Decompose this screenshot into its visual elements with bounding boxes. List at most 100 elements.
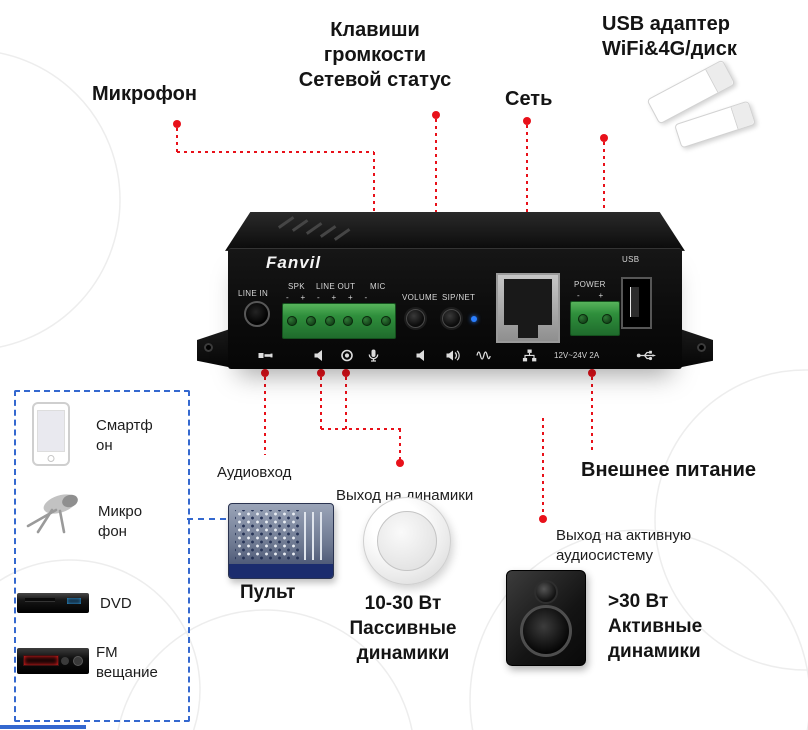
callout-active-out-line1: Выход на активную: [556, 527, 692, 544]
callout-usb-adapter: USB адаптер WiFi&4G/диск: [602, 12, 737, 62]
passive-speaker-line1: 10-30 Вт: [364, 593, 442, 614]
connector-dot: [600, 134, 608, 142]
callout-usb-line1: USB адаптер: [602, 13, 730, 35]
connector-line: [321, 428, 401, 430]
connector-line: [603, 142, 605, 256]
volume-label: VOLUME: [402, 293, 438, 302]
active-speaker-label: >30 Вт Активные динамики: [608, 589, 702, 664]
passive-speaker-line2: Пассивные: [349, 618, 457, 639]
speaker-loud-icon: [446, 349, 468, 363]
wave-icon: [476, 349, 498, 363]
vent-line: [277, 216, 295, 229]
power-label: POWER: [574, 280, 606, 289]
mixer-faders: [304, 512, 328, 560]
source-label-fm: FM вещание: [96, 644, 158, 681]
mixer-front-edge: [229, 564, 333, 578]
usb-label: USB: [622, 255, 640, 264]
callout-volume-line2: громкости: [323, 44, 427, 66]
terminal-screw: [324, 316, 335, 326]
usb-port: [621, 277, 652, 329]
callout-active-out: Выход на активную аудиосистему: [556, 526, 691, 566]
ceiling-speaker-icon: [363, 497, 451, 585]
connector-dot: [261, 369, 269, 377]
active-speaker-icon: [506, 570, 586, 666]
active-speaker-line1: >30 Вт: [608, 591, 669, 612]
vent-line: [291, 219, 309, 232]
connector-line: [345, 377, 347, 429]
terminal-screw: [361, 316, 372, 326]
vent-line: [305, 222, 323, 235]
microphone-icon: [20, 492, 86, 545]
terminal-screw: [578, 313, 588, 324]
source-to-mixer-link: [187, 518, 229, 520]
device-front-panel: Fanvil LINE IN SPK LINE OUT MIC - + - + …: [228, 248, 682, 369]
terminal-screw: [602, 313, 612, 324]
vent-line: [333, 228, 351, 241]
status-led: [471, 316, 477, 322]
callout-active-out-line2: аудиосистему: [556, 547, 654, 564]
connector-line: [526, 125, 528, 258]
connector-line: [177, 151, 374, 153]
connector-dot: [317, 369, 325, 377]
speaker-icon: [416, 349, 438, 363]
connector-line: [320, 377, 322, 429]
connector-line: [264, 377, 266, 455]
connector-dot: [396, 459, 404, 467]
fm-radio-icon: [17, 648, 89, 674]
connector-dot: [539, 515, 547, 523]
mounting-ear-right: [677, 328, 713, 368]
connector-line: [591, 377, 593, 453]
terminal-screw: [305, 316, 316, 326]
connector-line: [399, 429, 401, 460]
source-label-smartphone: Смартфон: [96, 417, 153, 454]
callout-volume-network: Клавиши громкости Сетевой статус: [265, 18, 485, 93]
volume-button: [406, 309, 425, 328]
speaker-terminal-block: [282, 303, 396, 339]
active-speaker-line2: Активные: [608, 616, 703, 637]
line-in-jack: [244, 301, 270, 327]
fanvil-paging-gateway: Fanvil LINE IN SPK LINE OUT MIC - + - + …: [195, 210, 715, 372]
callout-network: Сеть: [505, 88, 553, 110]
connector-dot: [432, 111, 440, 119]
connector-dot: [342, 369, 350, 377]
passive-speaker-label: 10-30 Вт Пассивные динамики: [340, 591, 466, 666]
power-terminal-block: [570, 301, 620, 336]
power-rating-label: 12V~24V 2A: [554, 351, 600, 360]
connector-line: [542, 418, 544, 516]
callout-external-power: Внешнее питание: [581, 459, 756, 481]
audio-sources-group: [14, 390, 190, 722]
device-top-face: [225, 212, 685, 251]
line-in-label: LINE IN: [238, 289, 269, 298]
mic-label: MIC: [370, 282, 386, 291]
callout-network-status: Сетевой статус: [298, 69, 452, 91]
callout-volume-line1: Клавиши: [330, 19, 420, 41]
mixer-console-icon: [228, 503, 334, 579]
mixer-knobs: [235, 510, 301, 560]
brand-logo: Fanvil: [266, 253, 322, 272]
terminal-screw: [287, 316, 298, 326]
record-icon: [340, 349, 362, 363]
power-polarity-label: - +: [577, 291, 604, 300]
terminal-screw: [380, 316, 391, 326]
callout-microphone: Микрофон: [92, 83, 197, 105]
active-speaker-line3: динамики: [608, 641, 701, 662]
callout-speaker-out: Выход на динамики: [336, 487, 474, 504]
callout-usb-line2: WiFi&4G/диск: [602, 38, 737, 60]
terminal-polarity-label: - + - + + -: [286, 293, 368, 302]
source-label-dvd: DVD: [100, 595, 132, 612]
callout-audio-input: Аудиовход: [217, 464, 292, 481]
sip-net-button: [442, 309, 461, 328]
vent-line: [319, 225, 337, 238]
mic-icon: [366, 349, 388, 363]
smartphone-icon: [32, 402, 70, 466]
passive-speaker-line3: динамики: [356, 643, 450, 664]
connector-dot: [588, 369, 596, 377]
connector-dot: [173, 120, 181, 128]
network-icon: [522, 349, 544, 363]
line-in-icon: [258, 349, 280, 363]
connector-line: [435, 119, 437, 279]
dvd-player-icon: [17, 593, 89, 613]
spk-label: SPK: [288, 282, 305, 291]
